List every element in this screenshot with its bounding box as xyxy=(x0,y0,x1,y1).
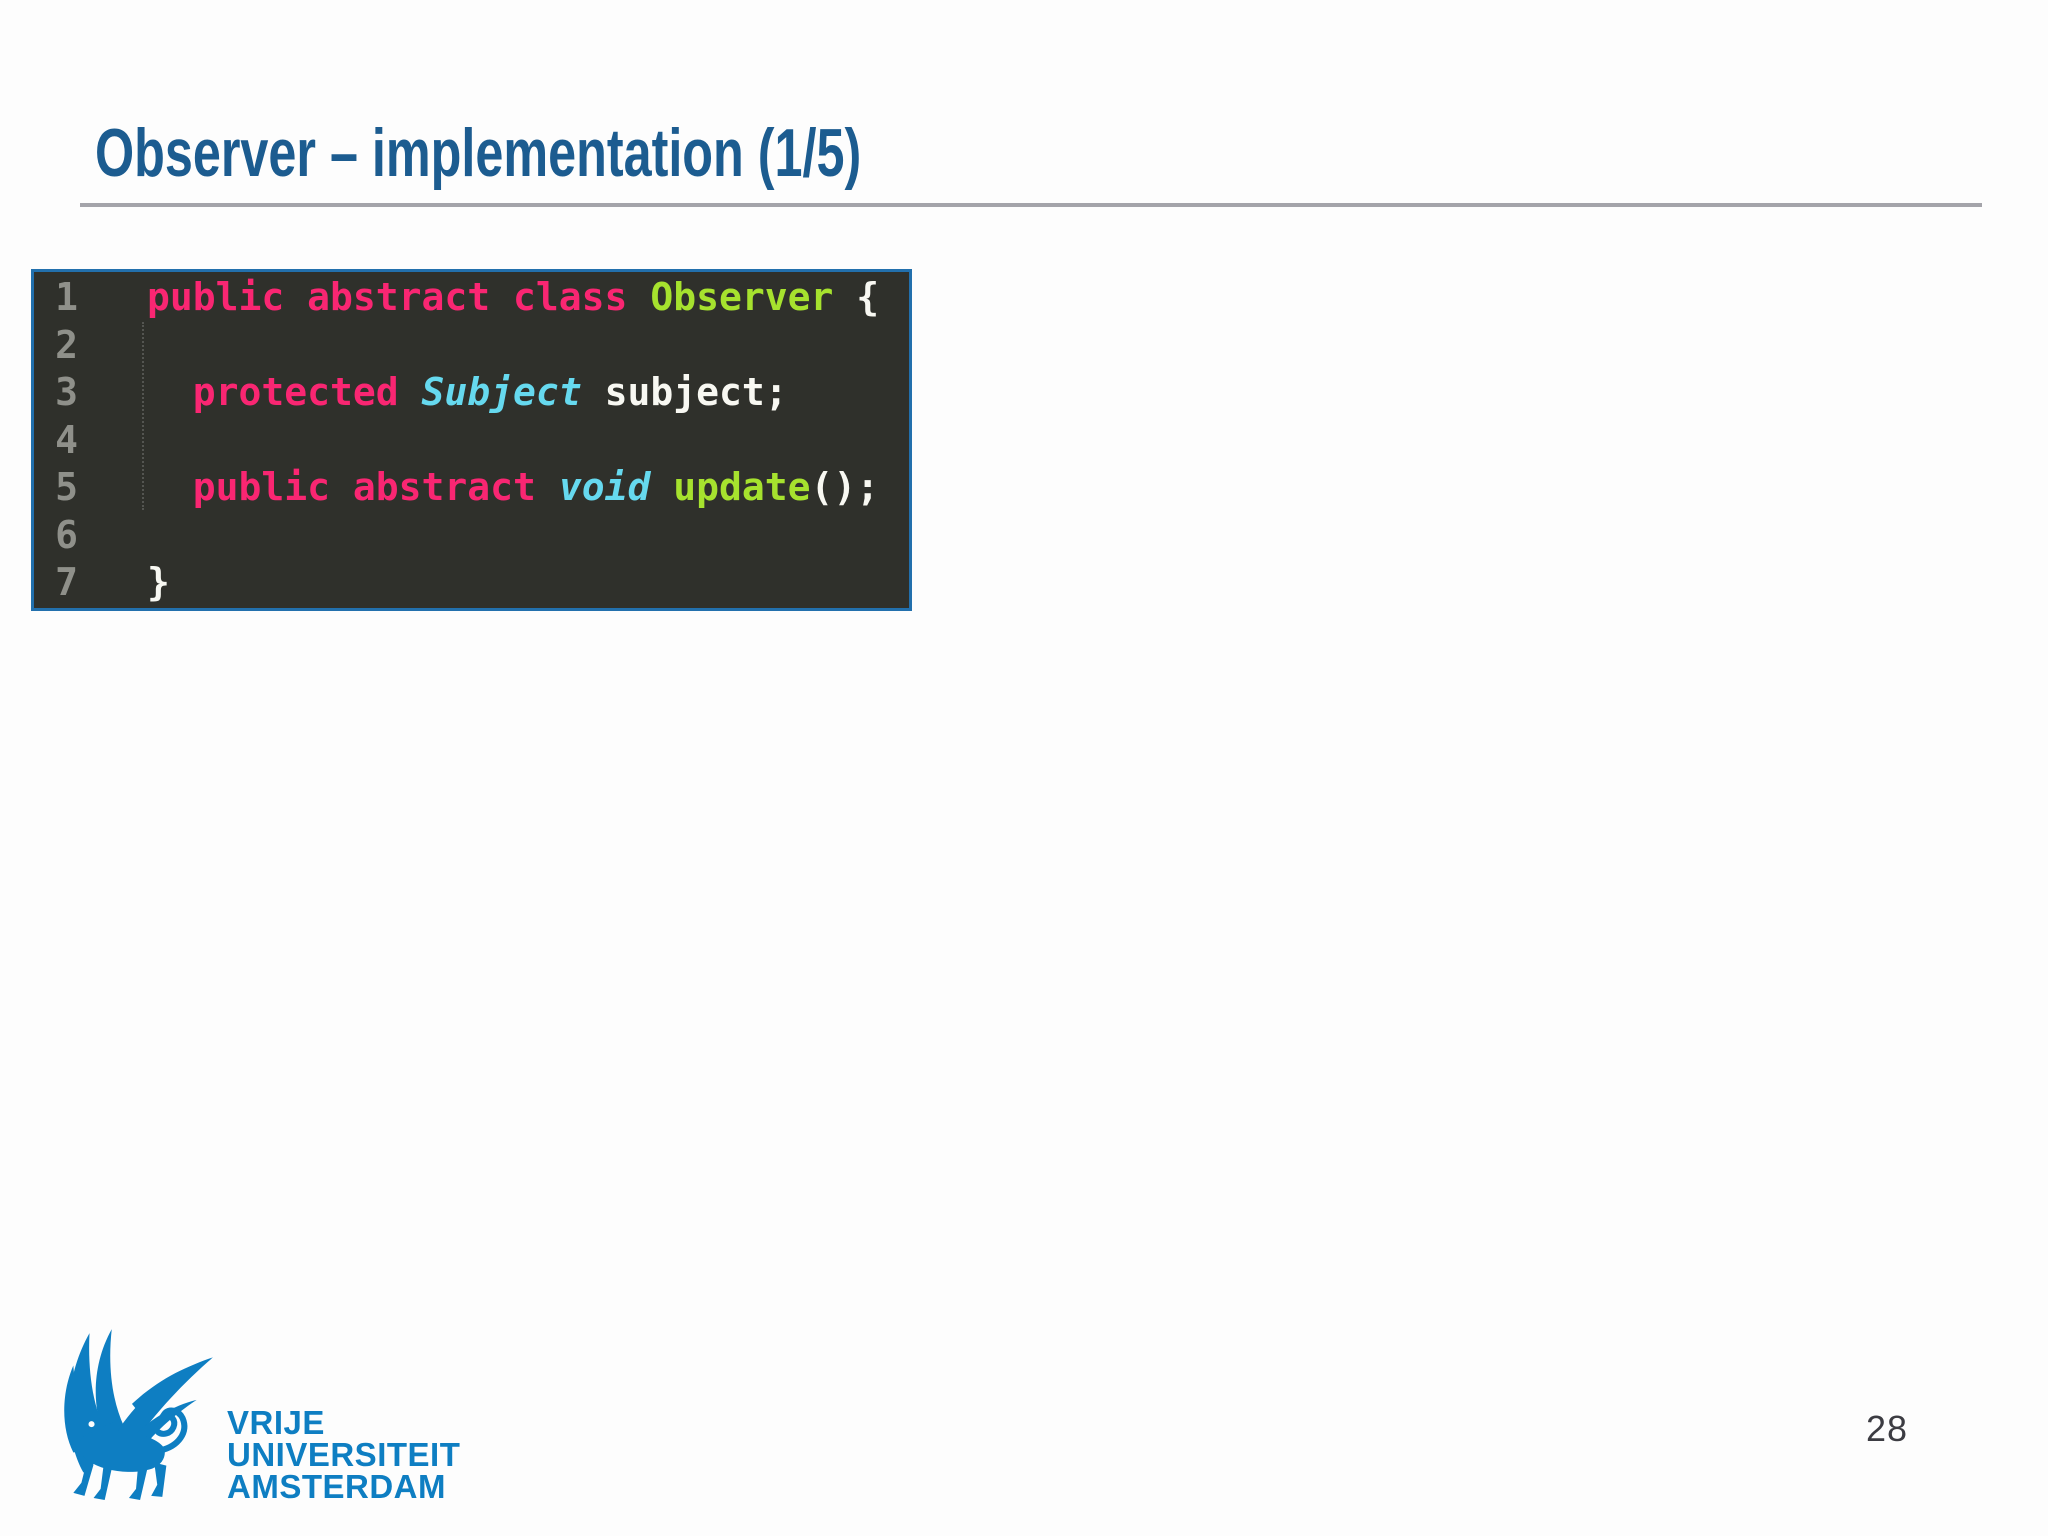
line-number: 6 xyxy=(55,512,78,557)
code-text xyxy=(78,417,147,465)
line-number: 4 xyxy=(55,417,78,462)
wordmark-line-2: UNIVERSITEIT xyxy=(227,1436,461,1473)
code-line: 5 public abstract void update(); xyxy=(34,464,909,512)
code-line: 2 xyxy=(34,322,909,370)
line-number: 3 xyxy=(55,370,78,414)
vu-griffin-icon xyxy=(64,1329,213,1500)
code-line: 6 xyxy=(34,512,909,560)
wordmark-line-1: VRIJE xyxy=(227,1404,325,1441)
code-token xyxy=(147,370,193,414)
code-text: public abstract class Observer { xyxy=(78,274,879,322)
vu-wordmark: VRIJE UNIVERSITEIT AMSTERDAM xyxy=(227,1404,461,1505)
code-token: { xyxy=(833,275,880,319)
title-underline-rule xyxy=(80,203,1982,207)
slide-title: Observer – implementation (1/5) xyxy=(95,115,862,191)
code-line: 7} xyxy=(34,559,909,607)
line-number: 2 xyxy=(55,322,78,367)
code-token: protected xyxy=(192,370,422,414)
line-number: 5 xyxy=(55,465,78,509)
line-number: 7 xyxy=(55,560,78,604)
code-text: protected Subject subject; xyxy=(78,369,788,417)
line-number: 1 xyxy=(55,275,78,319)
code-token: Observer xyxy=(650,275,834,319)
code-token: } xyxy=(147,560,170,604)
page-number: 28 xyxy=(1866,1408,1909,1449)
vu-logo: VRIJE UNIVERSITEIT AMSTERDAM xyxy=(50,1321,470,1521)
code-token: void xyxy=(558,465,651,509)
code-token: update xyxy=(673,465,811,509)
code-token: public abstract class xyxy=(147,275,651,319)
code-line: 3 protected Subject subject; xyxy=(34,369,909,417)
code-token xyxy=(650,465,673,509)
code-text xyxy=(78,512,147,560)
code-token: public abstract xyxy=(192,465,559,509)
code-token xyxy=(147,465,193,509)
code-text: } xyxy=(78,559,170,607)
code-text: public abstract void update(); xyxy=(78,464,879,512)
code-token: (); xyxy=(810,465,880,509)
wordmark-line-3: AMSTERDAM xyxy=(227,1468,446,1505)
indent-guide-line xyxy=(142,322,144,510)
code-token: Subject xyxy=(421,370,582,414)
code-token: subject; xyxy=(581,370,788,414)
code-text xyxy=(78,322,147,370)
code-line: 4 xyxy=(34,417,909,465)
